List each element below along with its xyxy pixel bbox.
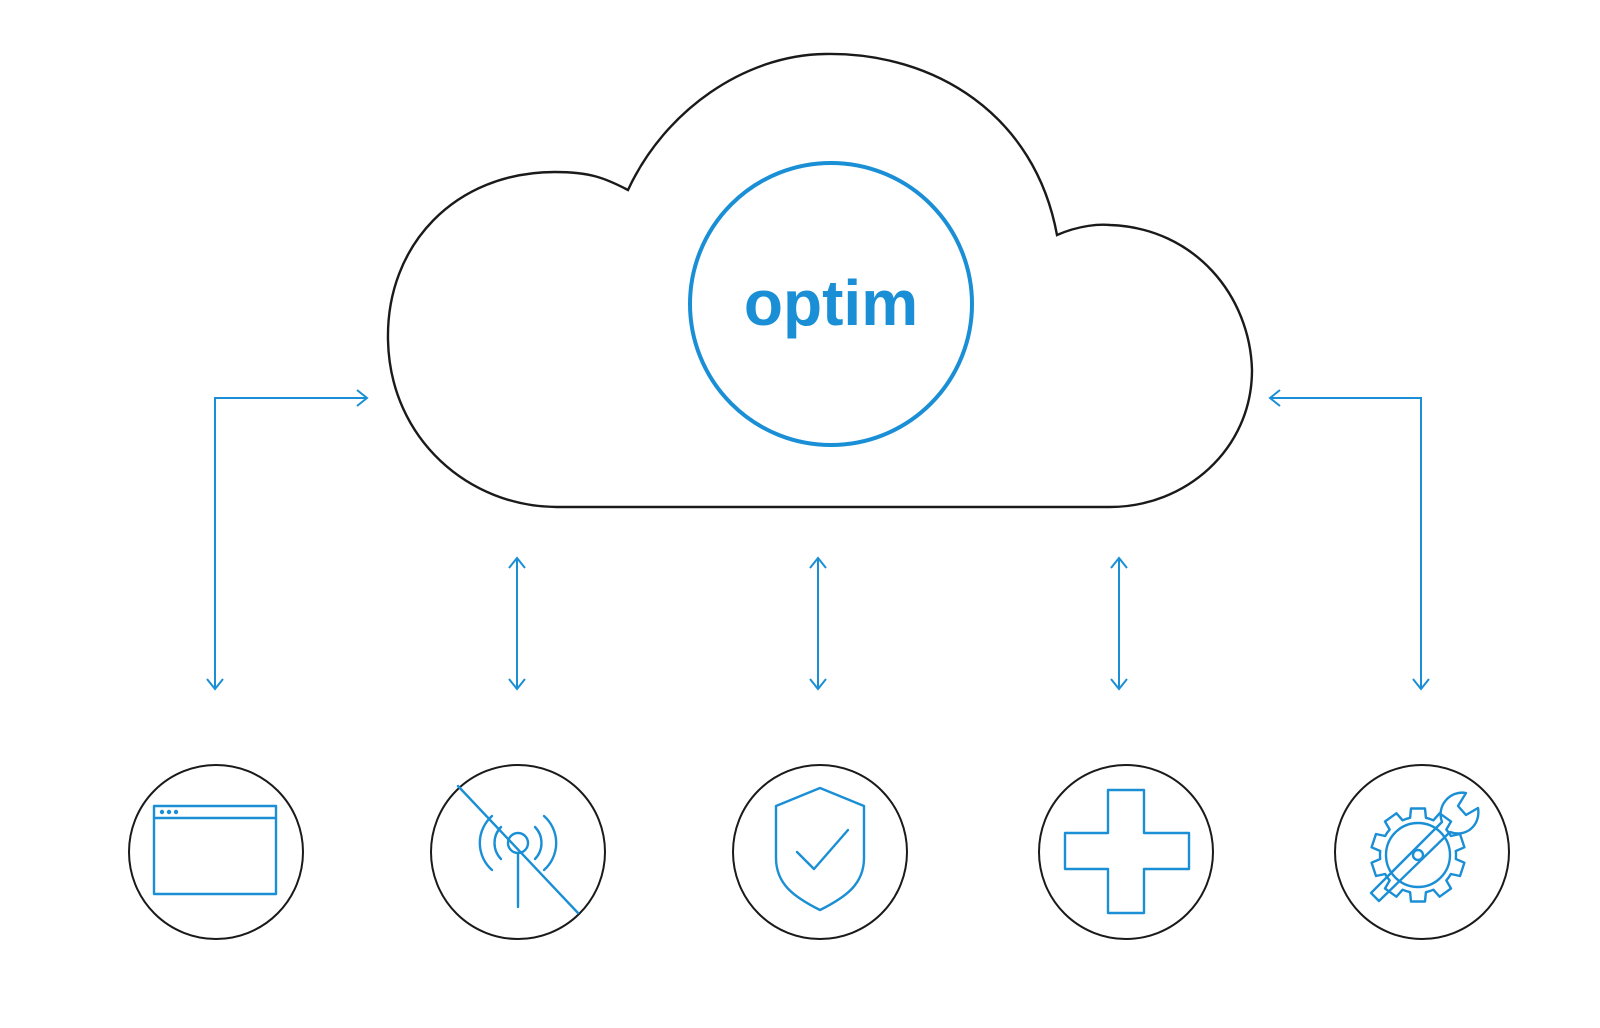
arrowhead-up [809, 556, 827, 569]
node-settings [1334, 764, 1510, 940]
arrowhead-left [1268, 389, 1281, 407]
logo-text: optim [744, 267, 918, 339]
node-browser-window [128, 764, 304, 940]
vertical-connector-4 [1110, 556, 1128, 691]
browser-window-icon [152, 804, 278, 896]
arrowhead-up [508, 556, 526, 569]
arrowhead-right [356, 389, 369, 407]
node-security-shield [732, 764, 908, 940]
left-elbow-connector [206, 389, 369, 691]
optim-logo: optim [688, 161, 974, 447]
vertical-connector-2 [508, 556, 526, 691]
arrowhead-down [508, 678, 526, 691]
arrowhead-down [1412, 678, 1430, 691]
arrowhead-down [809, 678, 827, 691]
arrowhead-down [1110, 678, 1128, 691]
connectors [206, 389, 1430, 691]
no-signal-antenna-icon [456, 784, 580, 915]
vertical-connector-3 [809, 556, 827, 691]
arrowhead-down [206, 678, 224, 691]
right-elbow-connector [1268, 389, 1430, 691]
security-shield-check-icon [774, 786, 866, 912]
arrowhead-up [1110, 556, 1128, 569]
node-no-signal [430, 764, 606, 940]
logo-ring [688, 161, 974, 447]
medical-cross-icon [1063, 788, 1191, 915]
node-medical-cross [1038, 764, 1214, 940]
settings-gear-wrench-icon [1369, 791, 1480, 903]
